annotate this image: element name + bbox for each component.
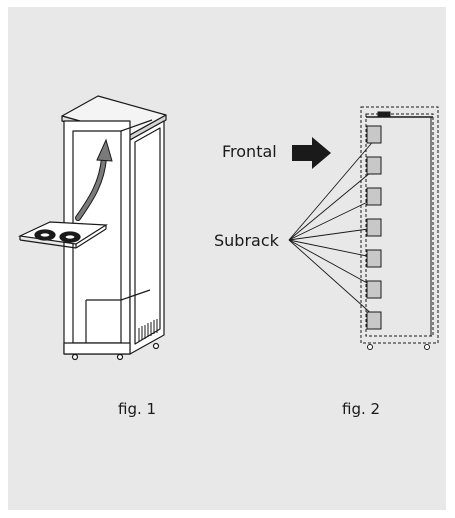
subrack-module [366, 311, 382, 330]
subrack-leader-line [288, 196, 380, 241]
subrack-group [366, 125, 382, 330]
fig2-caption: fig. 2 [342, 400, 381, 418]
lift-arrow [75, 138, 113, 221]
roof-plate-edge [75, 228, 107, 249]
frontal-arrow-icon [292, 137, 331, 169]
fig1-caption: fig. 1 [118, 400, 157, 418]
fig2-rack [360, 106, 439, 350]
cabinet-foot [71, 353, 79, 361]
rack-outline-dashed-inner [365, 113, 434, 337]
subrack-leader-line [288, 134, 380, 241]
cabinet-foot [116, 353, 124, 361]
rack-foot [424, 344, 430, 350]
subrack-leader-lines [288, 134, 380, 321]
frontal-label: Frontal [222, 142, 277, 161]
fan-hole-center [64, 234, 76, 240]
rack-foot [367, 344, 373, 350]
subrack-label: Subrack [214, 231, 279, 250]
fig1-roof-plate [17, 221, 108, 249]
subrack-leader-line [288, 165, 380, 241]
ventilation-grille [138, 319, 158, 342]
rack-top-tab [377, 111, 391, 118]
subrack-module [366, 280, 382, 299]
cabinet-side-panel [129, 120, 165, 355]
subrack-leader-line [288, 239, 380, 290]
subrack-leader-line [288, 239, 380, 321]
rack-outline-dashed-outer [360, 106, 439, 344]
subrack-module [366, 249, 382, 268]
subrack-leader-line [288, 239, 380, 259]
cabinet-foot [152, 342, 160, 350]
roof-plate-edge [19, 239, 77, 249]
subrack-module [366, 187, 382, 206]
cabinet-inner-edge [120, 119, 153, 132]
subrack-module [366, 218, 382, 237]
cabinet-plinth [63, 342, 131, 355]
subrack-module [366, 156, 382, 175]
fan-hole-center [39, 232, 51, 238]
cabinet-inner-floor-edge [120, 289, 151, 301]
subrack-leader-line [288, 227, 380, 241]
cabinet-side-inner [134, 127, 161, 345]
subrack-module [366, 125, 382, 144]
